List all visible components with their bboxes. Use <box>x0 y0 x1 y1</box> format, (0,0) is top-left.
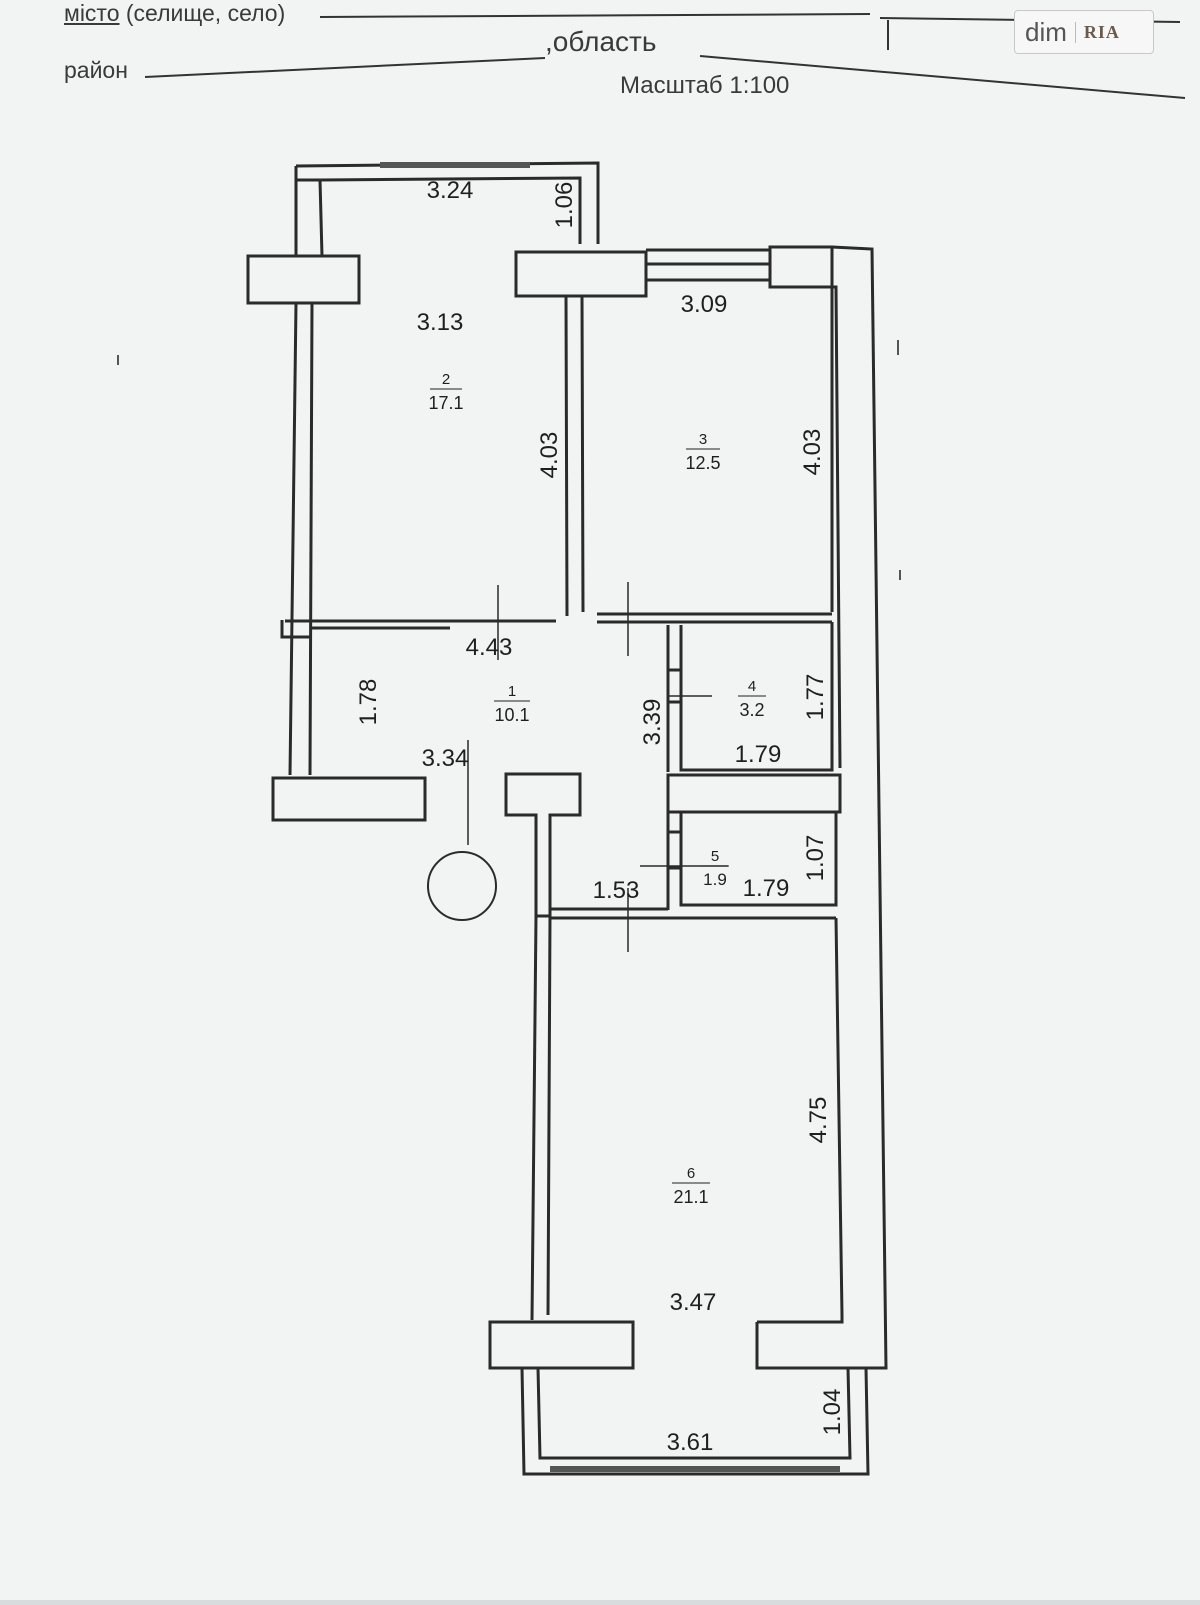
region-label: ,область <box>545 26 657 57</box>
room-label-6: 6 21.1 <box>672 1165 710 1207</box>
room-3-area: 12.5 <box>685 453 720 473</box>
room-4-area: 3.2 <box>739 700 764 720</box>
window-sill-top <box>380 162 530 168</box>
walls <box>246 161 888 1476</box>
window-sill-bottom <box>550 1466 840 1472</box>
room-label-1: 1 10.1 <box>494 683 530 725</box>
pier-top-center <box>514 250 648 298</box>
dim-room6-length: 4.75 <box>805 1097 832 1144</box>
watermark-dim: dim <box>1025 16 1067 47</box>
pier-bottom-left <box>488 1320 635 1370</box>
dim-hall-width: 4.43 <box>466 634 513 661</box>
room4-walls <box>666 622 834 772</box>
dim-room5-width: 1.79 <box>743 875 790 902</box>
room-6-area: 21.1 <box>673 1187 708 1207</box>
pier-lower-left <box>271 776 427 822</box>
pier-corridor-right <box>666 773 842 814</box>
stray-marks <box>117 340 901 580</box>
room-1-number: 1 <box>508 683 516 700</box>
wall-left <box>288 302 314 776</box>
dim-room3-length: 4.03 <box>799 429 826 476</box>
room-5-number: 5 <box>711 848 719 865</box>
dim-corridor-width: 1.53 <box>593 877 640 904</box>
dim-balcony-top-depth: 1.06 <box>551 182 578 229</box>
room-label-4: 4 3.2 <box>738 678 766 720</box>
room-3-number: 3 <box>699 431 707 448</box>
wall-hall-left <box>280 620 312 639</box>
pier-top-left <box>246 254 361 305</box>
entrance-marker-icon <box>427 851 497 921</box>
dim-room4-width: 1.79 <box>735 741 782 768</box>
door-marks <box>668 668 681 870</box>
dim-balcony-bottom-depth: 1.04 <box>819 1389 846 1436</box>
room-5-area: 1.9 <box>703 870 727 889</box>
scale-label: Масштаб 1:100 <box>620 72 790 99</box>
room-2-number: 2 <box>442 371 450 388</box>
balcony-top <box>294 161 600 257</box>
wall-room6-left <box>530 915 552 1321</box>
room-4-number: 4 <box>748 678 756 695</box>
header-lines <box>144 13 1186 99</box>
dim-room4-height: 1.77 <box>802 674 829 721</box>
district-label: район <box>64 57 128 83</box>
dimension-labels: 3.24 3.13 3.09 4.43 3.34 1.79 1.53 1.79 … <box>355 177 846 1456</box>
partition-2-3 <box>564 295 585 617</box>
city-hint: (селище, село) <box>125 0 286 26</box>
pier-top-right <box>768 245 834 289</box>
balcony-bottom <box>520 1367 870 1476</box>
dim-balcony-bottom-width: 3.61 <box>667 1429 714 1456</box>
dim-room5-height: 1.07 <box>802 835 829 882</box>
room-label-5: 5 1.9 <box>701 848 729 889</box>
watermark-ria: RIA <box>1074 21 1120 43</box>
watermark-logo: dim RIA <box>1014 10 1154 54</box>
partition-horizontal-upper <box>285 612 832 630</box>
wall-room6-right <box>834 917 844 1316</box>
dim-room3-width: 3.09 <box>681 291 728 318</box>
dim-hall-lower-width: 3.34 <box>422 745 469 772</box>
dim-balcony-top-width: 3.24 <box>427 177 474 204</box>
dim-hall-depth: 1.78 <box>355 679 382 726</box>
room-6-number: 6 <box>687 1165 695 1182</box>
dim-room6-width: 3.47 <box>670 1289 717 1316</box>
dim-hall-length: 3.39 <box>639 699 666 746</box>
dim-room2-length: 4.03 <box>536 432 563 479</box>
room-label-2: 2 17.1 <box>428 371 463 413</box>
room-1-area: 10.1 <box>494 705 529 725</box>
room-label-3: 3 12.5 <box>685 431 720 473</box>
window-room3 <box>646 248 770 282</box>
section-lines <box>467 582 728 952</box>
dim-room2-width: 3.13 <box>417 309 464 336</box>
partition-horizontal-lower <box>550 907 836 920</box>
room5-walls <box>666 812 838 910</box>
pier-bottom-right <box>755 1315 886 1370</box>
city-field: місто (селище, село) <box>64 0 285 27</box>
city-label: місто <box>64 0 120 26</box>
room-2-area: 17.1 <box>428 393 463 413</box>
